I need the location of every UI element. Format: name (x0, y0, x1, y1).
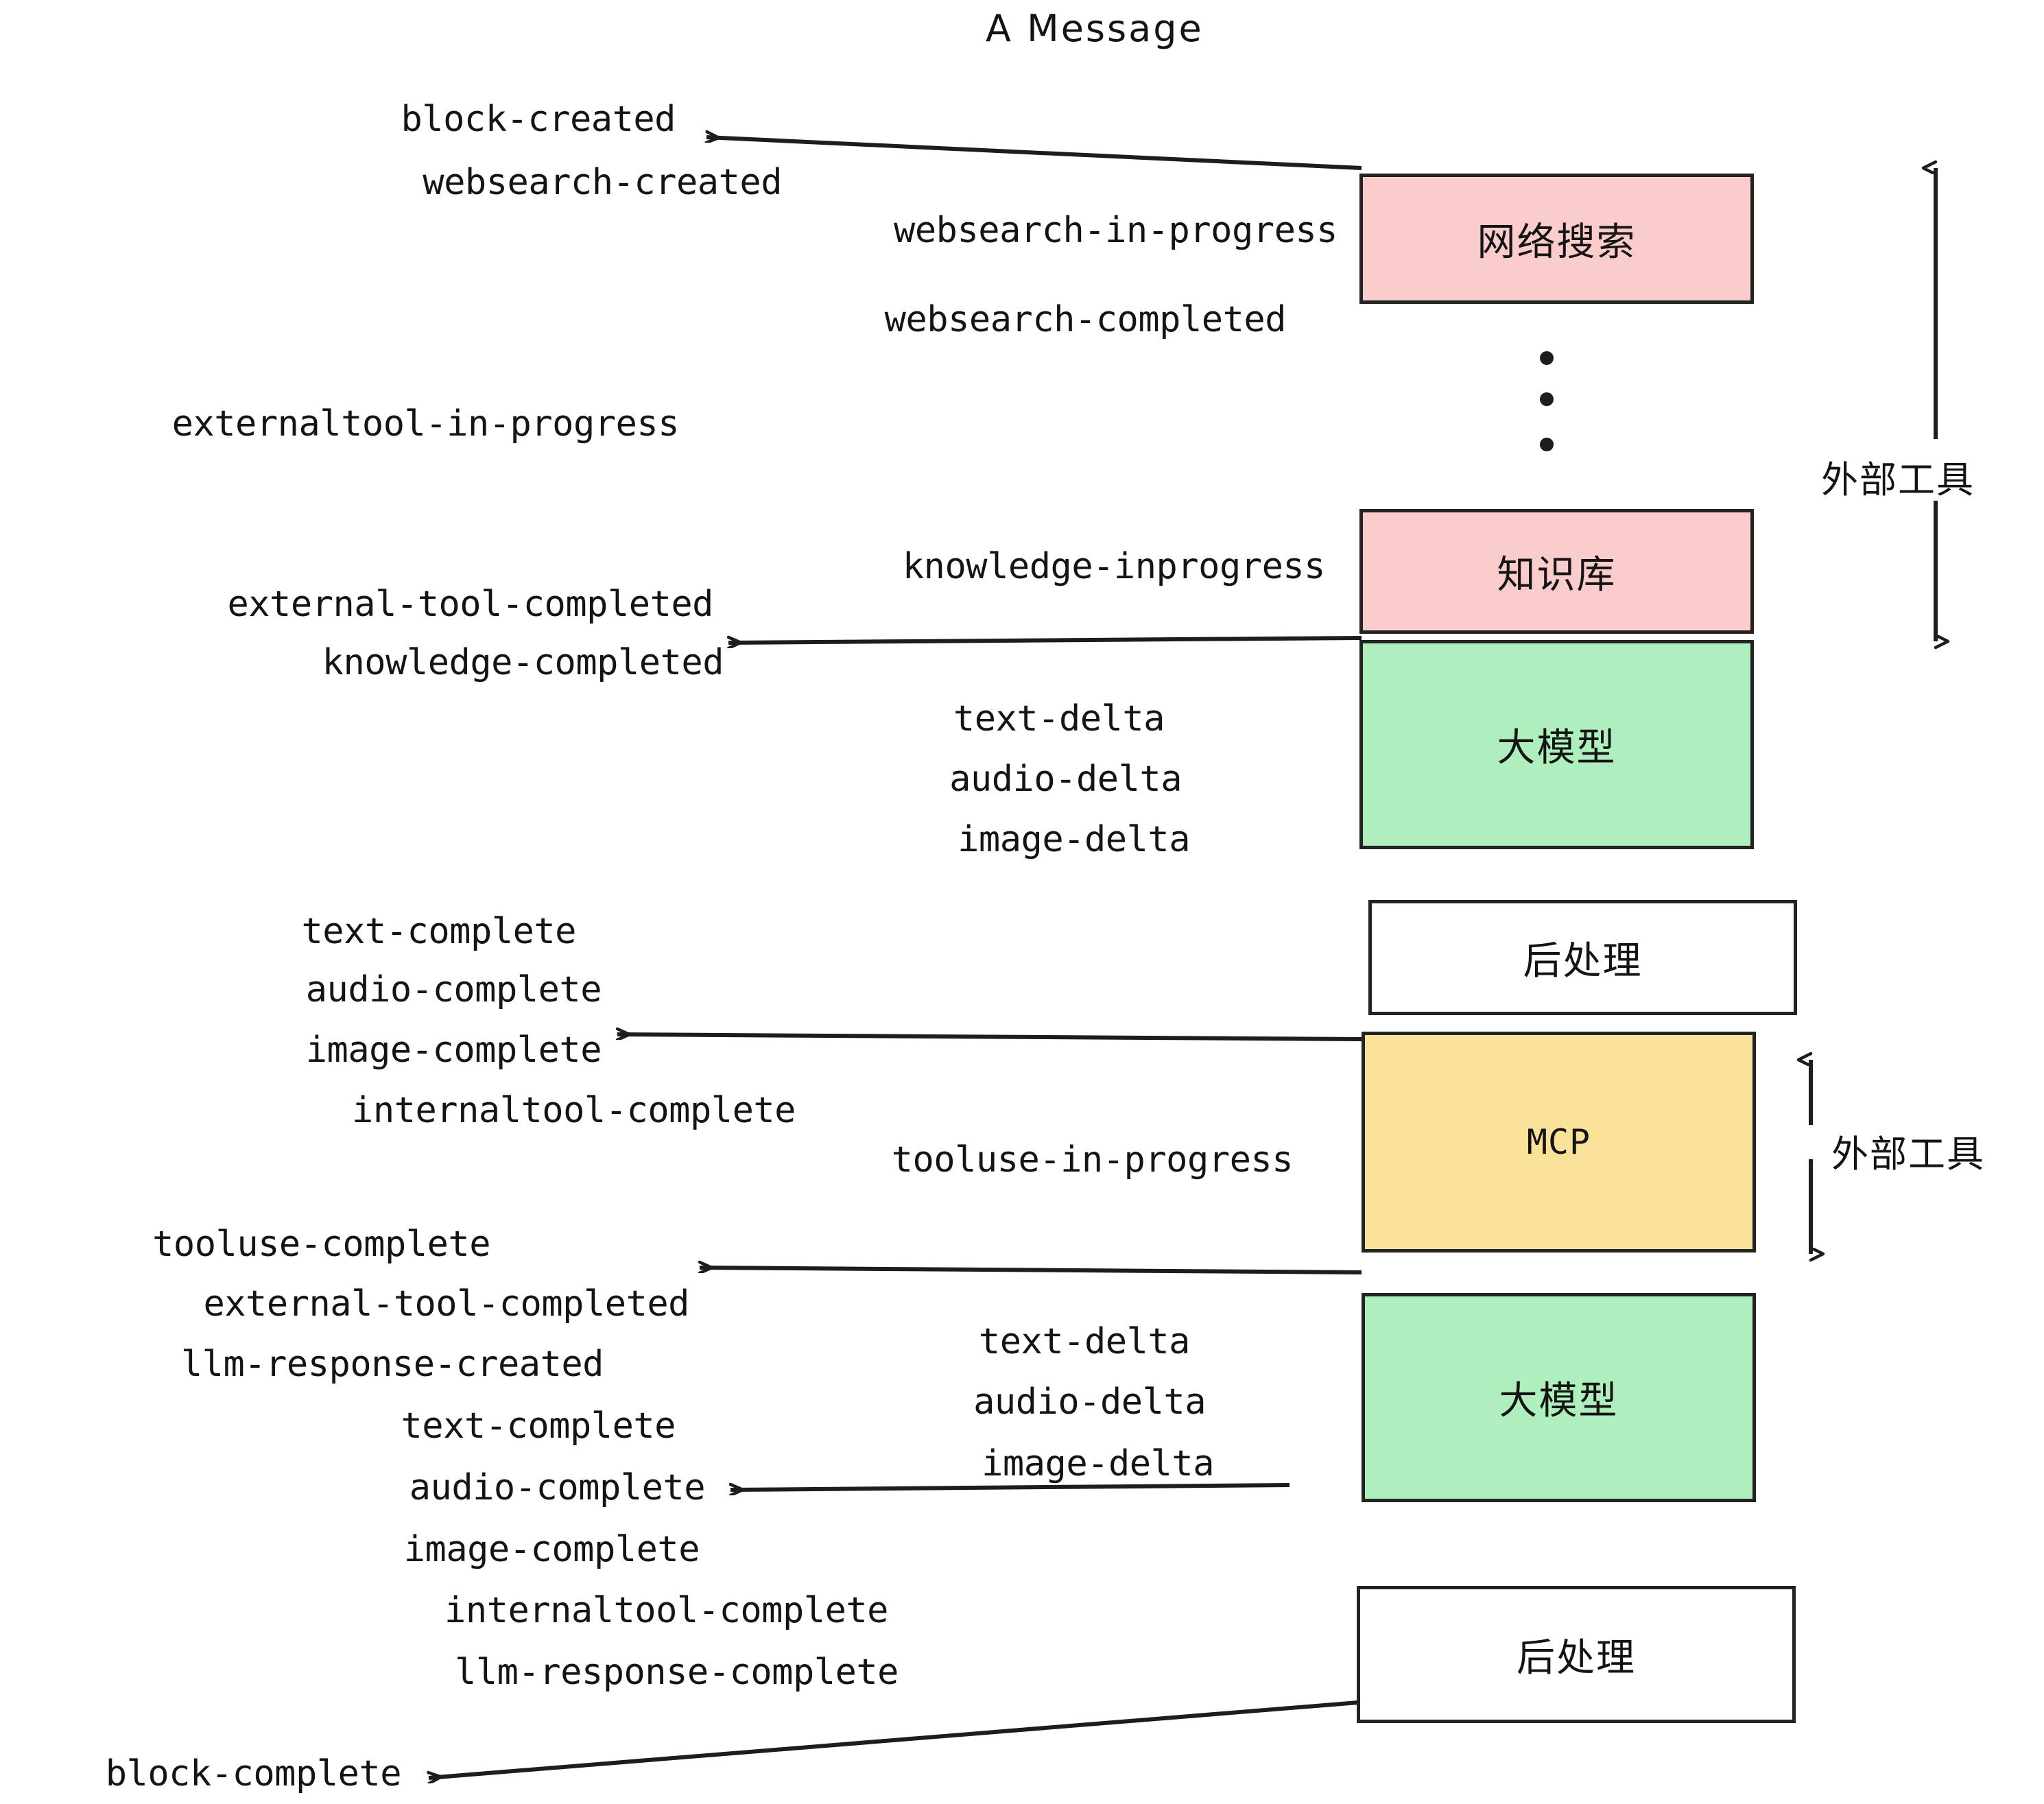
box-label: 后处理 (1523, 938, 1643, 984)
box-postprocess-top[interactable]: 后处理 (1368, 900, 1797, 1015)
event-audio-complete-2: audio-complete (409, 1467, 706, 1508)
event-text-delta-1: text-delta (953, 698, 1165, 739)
event-tooluse-in-progress: tooluse-in-progress (891, 1139, 1294, 1180)
box-label: 后处理 (1517, 1635, 1636, 1681)
event-audio-delta-2b: audio-delta (973, 1381, 1206, 1423)
event-block-created: block-created (401, 99, 676, 140)
event-image-delta-2: image-delta (982, 1443, 1214, 1484)
event-websearch-in-progress: websearch-in-progress (894, 210, 1338, 251)
event-internaltool-complete-2: internaltool-complete (444, 1590, 888, 1631)
event-websearch-created: websearch-created (423, 162, 782, 203)
event-external-tool-completed-1: external-tool-completed (227, 584, 713, 625)
event-external-tool-completed-2: external-tool-completed (203, 1283, 689, 1325)
ellipsis-dot (1540, 392, 1554, 406)
event-audio-delta-1: audio-delta (949, 759, 1182, 800)
event-image-complete-1: image-complete (305, 1030, 602, 1071)
event-externaltool-in-progress: externaltool-in-progress (171, 403, 680, 444)
box-label: 大模型 (1499, 1379, 1619, 1423)
box-postprocess-bottom[interactable]: 后处理 (1357, 1586, 1796, 1723)
box-llm-top[interactable]: 大模型 (1359, 640, 1754, 849)
event-block-complete: block-complete (105, 1753, 402, 1794)
page-title: A Message (986, 7, 1204, 50)
box-websearch[interactable]: 网络搜索 (1359, 174, 1754, 304)
box-label: 网络搜索 (1477, 219, 1637, 265)
event-tooluse-complete: tooluse-complete (152, 1224, 490, 1265)
box-label: MCP (1526, 1122, 1591, 1162)
event-llm-response-complete: llm-response-complete (455, 1652, 899, 1693)
ellipsis-dot (1540, 438, 1554, 451)
box-label: 知识库 (1497, 552, 1617, 597)
event-knowledge-completed: knowledge-completed (322, 642, 724, 683)
ellipsis-dot (1540, 351, 1554, 365)
box-mcp[interactable]: MCP (1362, 1032, 1756, 1253)
box-label: 大模型 (1497, 726, 1617, 770)
side-label-external-tools-bottom: 外部工具 (1831, 1132, 1985, 1176)
event-image-complete-2: image-complete (403, 1529, 700, 1570)
event-llm-response-created: llm-response-created (180, 1344, 604, 1385)
event-text-complete-1: text-complete (301, 911, 577, 952)
box-llm-bottom[interactable]: 大模型 (1362, 1293, 1756, 1502)
event-websearch-completed: websearch-completed (884, 299, 1287, 340)
box-knowledge[interactable]: 知识库 (1359, 509, 1754, 634)
event-image-delta-1: image-delta (958, 819, 1190, 860)
event-internaltool-complete-1: internaltool-complete (352, 1090, 796, 1131)
event-knowledge-inprogress: knowledge-inprogress (902, 546, 1326, 587)
side-label-external-tools-top: 外部工具 (1821, 458, 1975, 501)
event-text-complete-2: text-complete (401, 1405, 676, 1447)
event-audio-complete-1: audio-complete (305, 969, 602, 1010)
event-text-delta-2: text-delta (978, 1321, 1191, 1362)
